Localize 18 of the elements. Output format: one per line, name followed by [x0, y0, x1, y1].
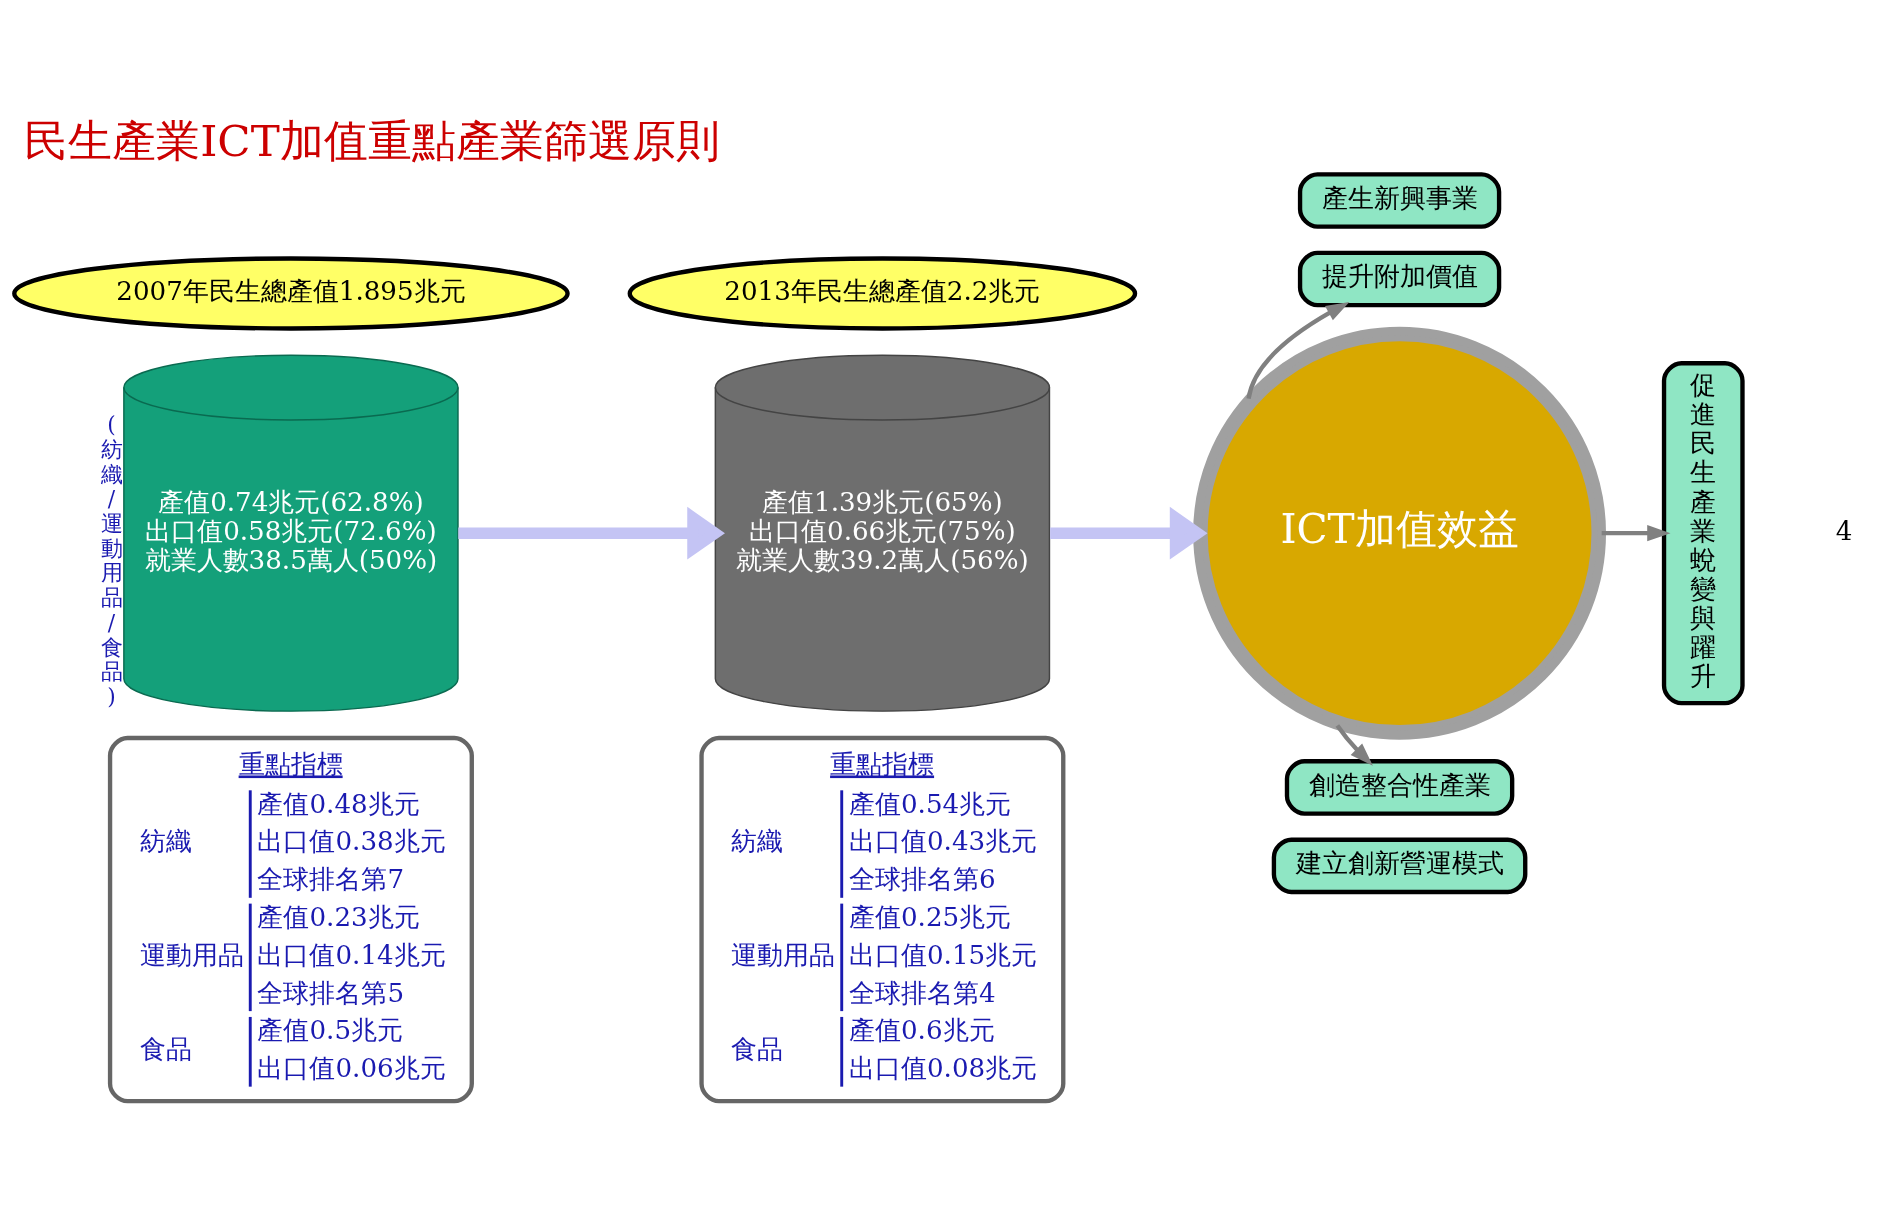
- node-box: 促進民生產業蛻變與躍升: [1661, 361, 1745, 706]
- node-box: 建立創新營運模式: [1271, 837, 1528, 895]
- node-label: (紡織/運動用品/食品): [100, 412, 123, 709]
- arrow: [1050, 506, 1208, 560]
- diagram-title: 民生產業ICT加值重點產業篩選原則: [24, 115, 720, 166]
- arrow: [1246, 301, 1350, 400]
- node-box: 重點指標 紡織 產值0.48兆元 出口值0.38兆元 全球排名第7 運動用品 產值0.23兆元 出口值0.14兆元 全球排名第5 食品 產值0.5兆元 出口值0.06兆元: [107, 735, 474, 1104]
- node-box: 提升附加價值: [1297, 250, 1502, 308]
- node-ellipse: 2007年民生總產值1.895兆元: [12, 256, 570, 331]
- label: 4: [1835, 515, 1853, 546]
- arrow: [1601, 525, 1671, 542]
- node-circle: ICT加值效益: [1193, 326, 1606, 740]
- arrow: [1335, 724, 1373, 766]
- node-ellipse: 2013年民生總產值2.2兆元: [627, 256, 1138, 331]
- arrow: [458, 506, 725, 560]
- node-box: 創造整合性產業: [1284, 759, 1515, 816]
- node-box: 產生新興事業: [1297, 172, 1502, 229]
- node-box: 重點指標 紡織 產值0.54兆元 出口值0.43兆元 全球排名第6 運動用品 產值0.25兆元 出口值0.15兆元 全球排名第4 食品 產值0.6兆元 出口值0.08兆元: [699, 735, 1066, 1104]
